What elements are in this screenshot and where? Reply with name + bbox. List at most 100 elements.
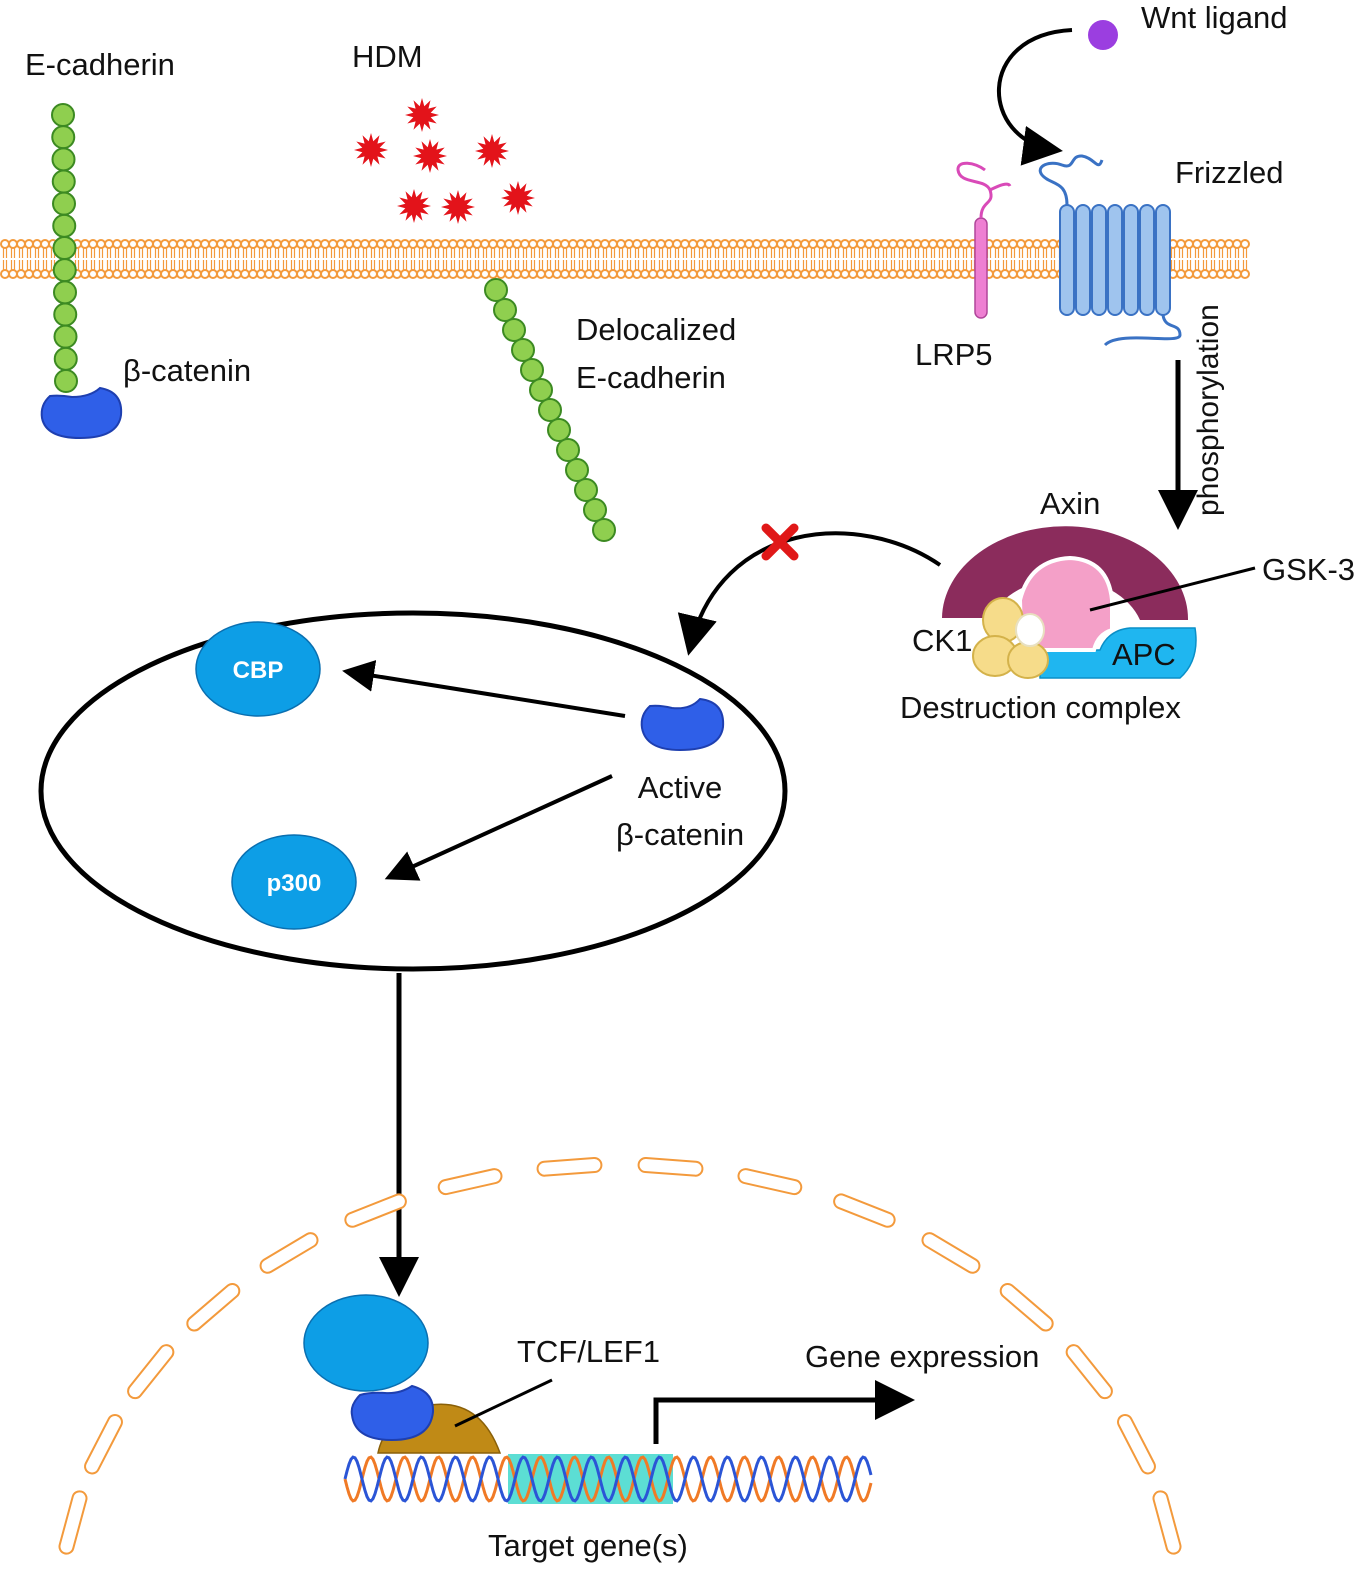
lipid-head <box>744 239 754 249</box>
lipid-tail <box>1034 248 1040 270</box>
frizzled-helix <box>1059 204 1075 316</box>
lipid-tail <box>178 248 184 270</box>
tcf-lef1-pointer <box>454 1378 553 1428</box>
lipid-head <box>392 269 402 279</box>
lipid-head <box>680 239 690 249</box>
lipid-head <box>992 239 1002 249</box>
frizzled-helix <box>1155 204 1171 316</box>
hdm-particle <box>501 181 535 215</box>
lipid-tail <box>842 248 848 270</box>
lipid-head <box>1040 269 1050 279</box>
lipid-tail <box>586 248 592 270</box>
lipid-head <box>520 269 530 279</box>
lipid-tail <box>258 248 264 270</box>
lipid-head <box>1232 239 1242 249</box>
destruction-complex <box>942 526 1256 679</box>
cadherin-bead <box>556 438 580 462</box>
lipid-head <box>576 239 586 249</box>
nuclear-envelope-segment <box>186 1282 241 1332</box>
frizzled-helix <box>1091 204 1107 316</box>
hdm-particle <box>413 139 447 173</box>
cadherin-bead <box>52 191 76 216</box>
lipid-tail <box>1218 248 1224 270</box>
cadherin-bead <box>51 147 76 172</box>
lipid-head <box>672 239 682 249</box>
lipid-tail <box>82 248 88 270</box>
cadherin-bead <box>565 458 589 482</box>
lipid-head <box>856 269 866 279</box>
cadherin-bead <box>538 398 562 422</box>
lipid-head <box>408 269 418 279</box>
lipid-tail <box>754 248 760 270</box>
lipid-tail <box>362 248 368 270</box>
lipid-head <box>1176 239 1186 249</box>
p300-label: p300 <box>267 870 322 897</box>
lipid-tail <box>682 248 688 270</box>
lipid-head <box>1024 269 1034 279</box>
lipid-head <box>440 269 450 279</box>
lipid-head <box>200 269 210 279</box>
lipid-tail <box>42 248 48 270</box>
lipid-head <box>40 239 50 249</box>
lipid-head <box>792 239 802 249</box>
lipid-tail <box>482 248 488 270</box>
frizzled-receptor <box>1038 154 1182 347</box>
lipid-head <box>264 239 274 249</box>
lipid-head <box>728 239 738 249</box>
lipid-head <box>872 239 882 249</box>
frizzled-helix <box>1107 204 1123 316</box>
lipid-head <box>424 269 434 279</box>
lipid-head <box>128 269 138 279</box>
lipid-head <box>912 269 922 279</box>
lipid-tail <box>690 248 696 270</box>
lipid-tail <box>946 248 952 270</box>
lipid-tail <box>610 248 616 270</box>
lipid-head <box>808 269 818 279</box>
target-genes-label: Target gene(s) <box>488 1528 688 1563</box>
nuclear-envelope-segment <box>1065 1344 1113 1400</box>
lipid-head <box>336 239 346 249</box>
lipid-head <box>488 239 498 249</box>
lipid-tail <box>746 248 752 270</box>
lipid-head <box>1048 239 1058 249</box>
lipid-head <box>1240 239 1250 249</box>
lipid-tail <box>626 248 632 270</box>
lipid-tail <box>34 248 40 270</box>
nuclear-envelope-segment <box>58 1490 88 1555</box>
active-beta-catenin-label-line2: β-catenin <box>616 817 744 852</box>
cadherin-bead <box>511 338 535 362</box>
to-p300-arrow <box>384 774 613 881</box>
lipid-tail <box>10 248 16 270</box>
lipid-tail <box>594 248 600 270</box>
lipid-head <box>728 269 738 279</box>
lipid-tail <box>298 248 304 270</box>
lipid-head <box>192 269 202 279</box>
lipid-tail <box>954 248 960 270</box>
lipid-head <box>136 269 146 279</box>
lipid-head <box>1008 269 1018 279</box>
nuclear-envelope-segment <box>127 1344 175 1400</box>
lipid-head <box>704 239 714 249</box>
lipid-tail <box>210 248 216 270</box>
lipid-head <box>688 269 698 279</box>
lipid-head <box>864 239 874 249</box>
lipid-head <box>368 239 378 249</box>
lipid-head <box>416 269 426 279</box>
axin-label: Axin <box>1040 486 1100 521</box>
lipid-head <box>120 269 130 279</box>
lipid-head <box>1032 239 1042 249</box>
lipid-tail <box>1170 248 1176 270</box>
lipid-head <box>304 239 314 249</box>
lipid-tail <box>450 248 456 270</box>
lipid-head <box>848 239 858 249</box>
lipid-head <box>952 269 962 279</box>
lipid-head <box>384 239 394 249</box>
lipid-head <box>288 269 298 279</box>
lipid-head <box>760 239 770 249</box>
nuclear-beta-catenin-shape <box>350 1384 435 1442</box>
hdm-particle <box>405 98 439 132</box>
ck1-shape <box>972 597 1049 679</box>
lipid-head <box>112 239 122 249</box>
lipid-tail <box>634 248 640 270</box>
